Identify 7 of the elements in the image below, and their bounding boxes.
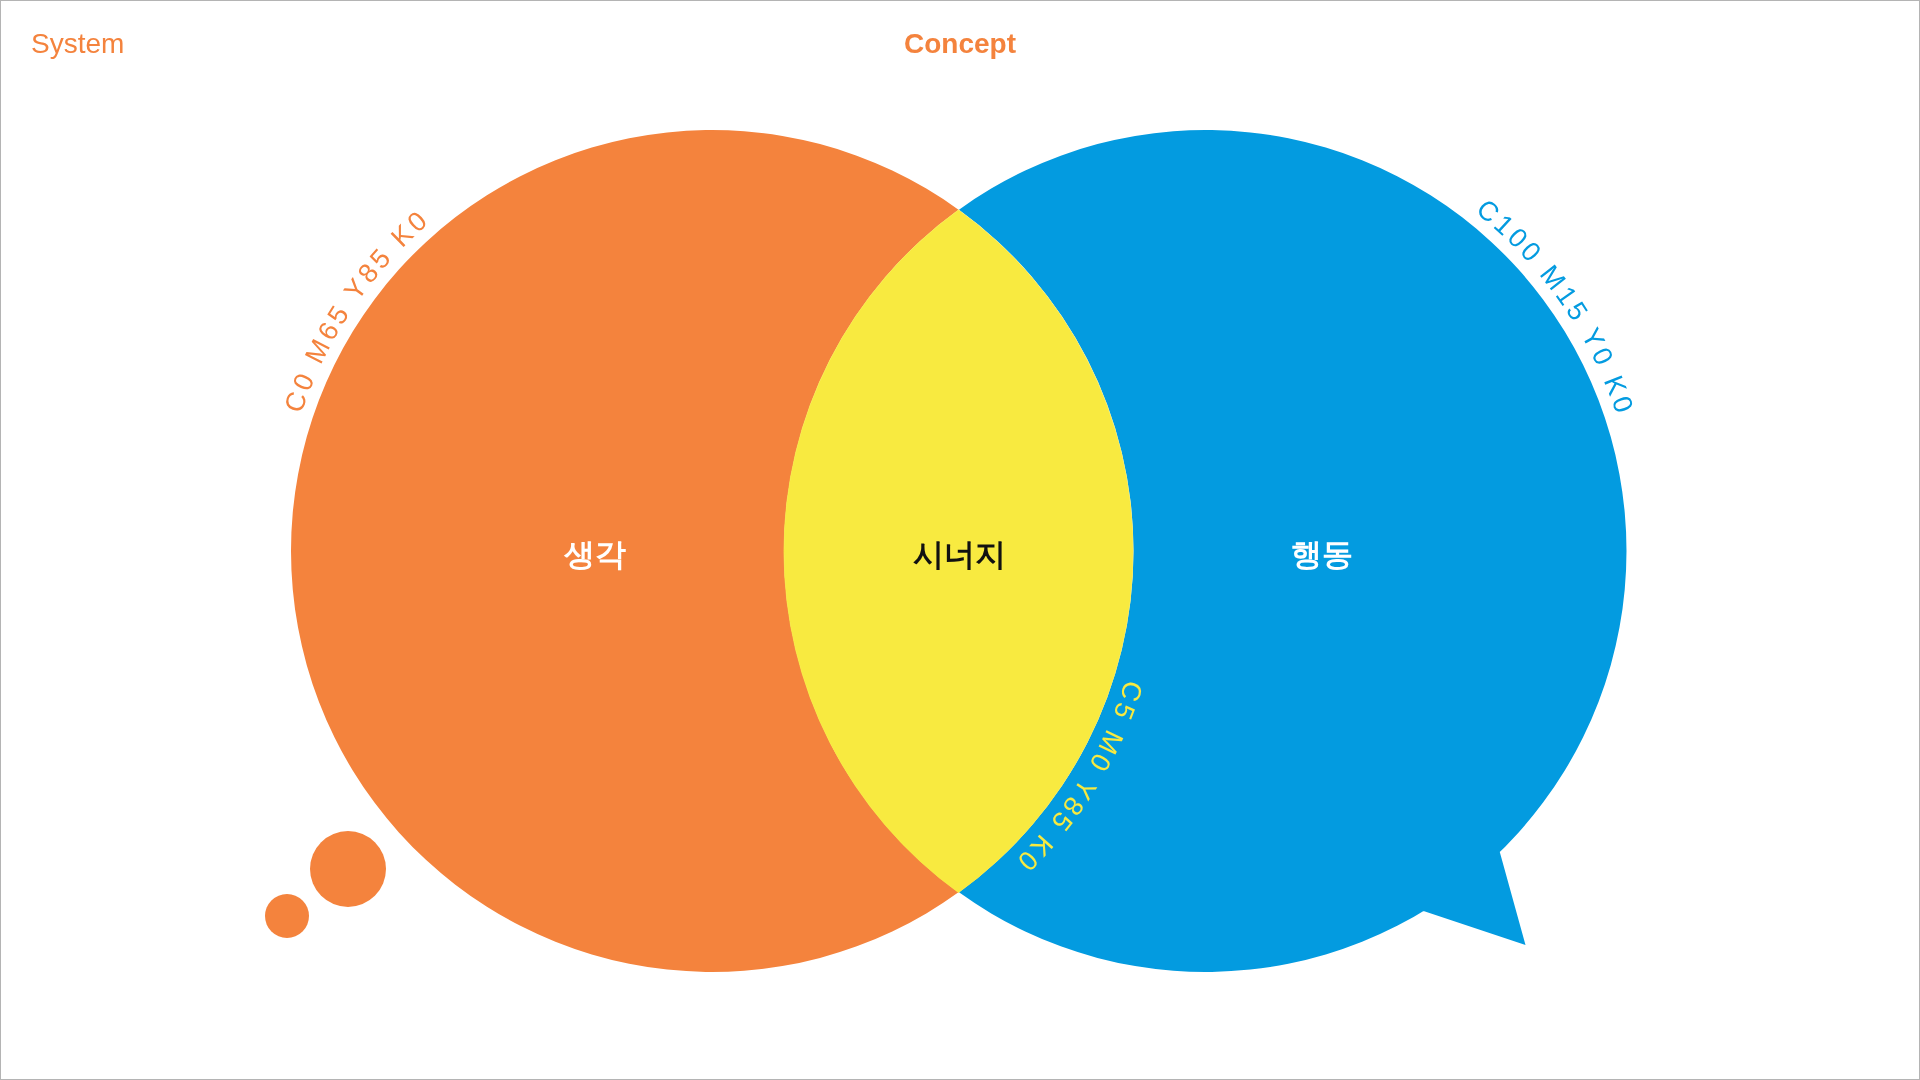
- node-label: 시너지: [912, 537, 1006, 573]
- section-label: System: [31, 27, 125, 61]
- page-title: Concept: [904, 27, 1016, 61]
- node-label: 생각: [564, 537, 626, 573]
- thought-dot: [265, 894, 309, 938]
- node-label: 행동: [1291, 537, 1353, 573]
- thought-dot: [310, 831, 386, 907]
